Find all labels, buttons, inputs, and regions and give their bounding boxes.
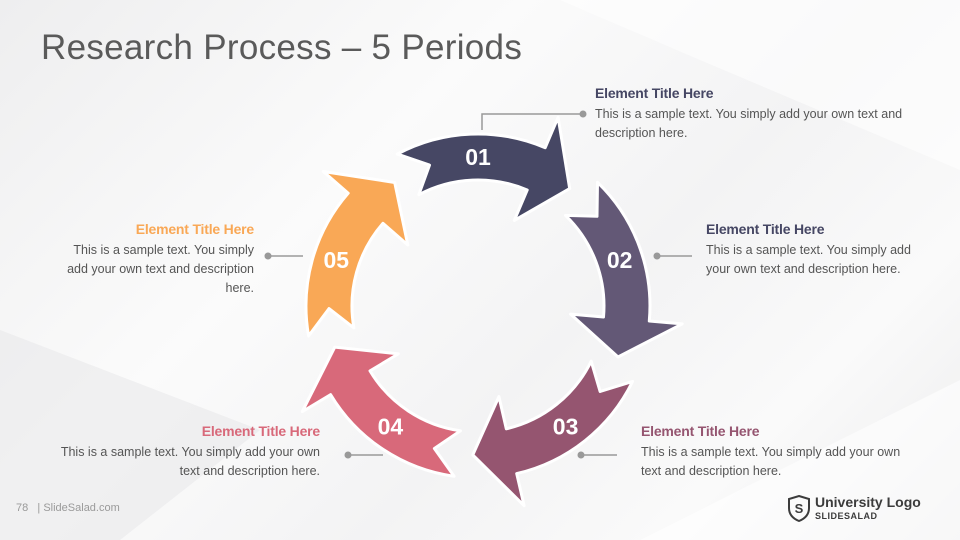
callout-02: Element Title Here This is a sample text… <box>706 220 916 279</box>
university-logo: S University Logo SLIDESALAD <box>788 495 921 522</box>
logo-subtitle: SLIDESALAD <box>815 511 878 521</box>
connector-01-dot <box>579 110 587 118</box>
cycle-arrow-01 <box>395 115 572 222</box>
connector-01 <box>481 113 583 130</box>
connector-02-dot <box>653 252 661 260</box>
callout-01-text: This is a sample text. You simply add yo… <box>595 107 903 140</box>
callout-02-title: Element Title Here <box>706 221 825 237</box>
callout-01: Element Title Here This is a sample text… <box>595 84 915 143</box>
footer: 78 | SlideSalad.com <box>16 502 120 514</box>
logo-name: University Logo <box>815 494 921 510</box>
callout-04-text: This is a sample text. You simply add yo… <box>60 445 320 478</box>
callout-01-title: Element Title Here <box>595 85 714 101</box>
footer-site: | SlideSalad.com <box>37 502 120 514</box>
step-number-02: 02 <box>607 247 633 273</box>
callout-04-title: Element Title Here <box>201 423 321 439</box>
callout-05-title: Element Title Here <box>135 221 255 237</box>
cycle-arrow-03 <box>471 359 635 508</box>
cycle-arrow-05 <box>304 170 410 338</box>
callout-05: Element Title Here This is a sample text… <box>50 220 254 298</box>
step-number-03: 03 <box>553 414 579 440</box>
step-number-01: 01 <box>465 144 491 170</box>
callout-05-text: This is a sample text. You simply add yo… <box>67 243 254 295</box>
shield-s-icon: S <box>788 495 810 522</box>
callout-03: Element Title Here This is a sample text… <box>641 422 906 481</box>
cycle-arrow-02 <box>564 180 684 359</box>
step-number-05: 05 <box>324 247 350 273</box>
svg-text:S: S <box>795 501 804 516</box>
page-title: Research Process – 5 Periods <box>41 28 523 67</box>
connector-05-dot <box>264 252 272 260</box>
page-number: 78 <box>16 502 29 514</box>
callout-03-text: This is a sample text. You simply add yo… <box>641 445 901 478</box>
callout-04: Element Title Here This is a sample text… <box>60 422 320 481</box>
cycle-arrow-04 <box>300 345 462 478</box>
connector-04-dot <box>344 451 352 459</box>
connector-03-dot <box>577 451 585 459</box>
callout-02-text: This is a sample text. You simply add yo… <box>706 243 911 276</box>
step-number-04: 04 <box>378 414 404 440</box>
callout-03-title: Element Title Here <box>641 423 760 439</box>
